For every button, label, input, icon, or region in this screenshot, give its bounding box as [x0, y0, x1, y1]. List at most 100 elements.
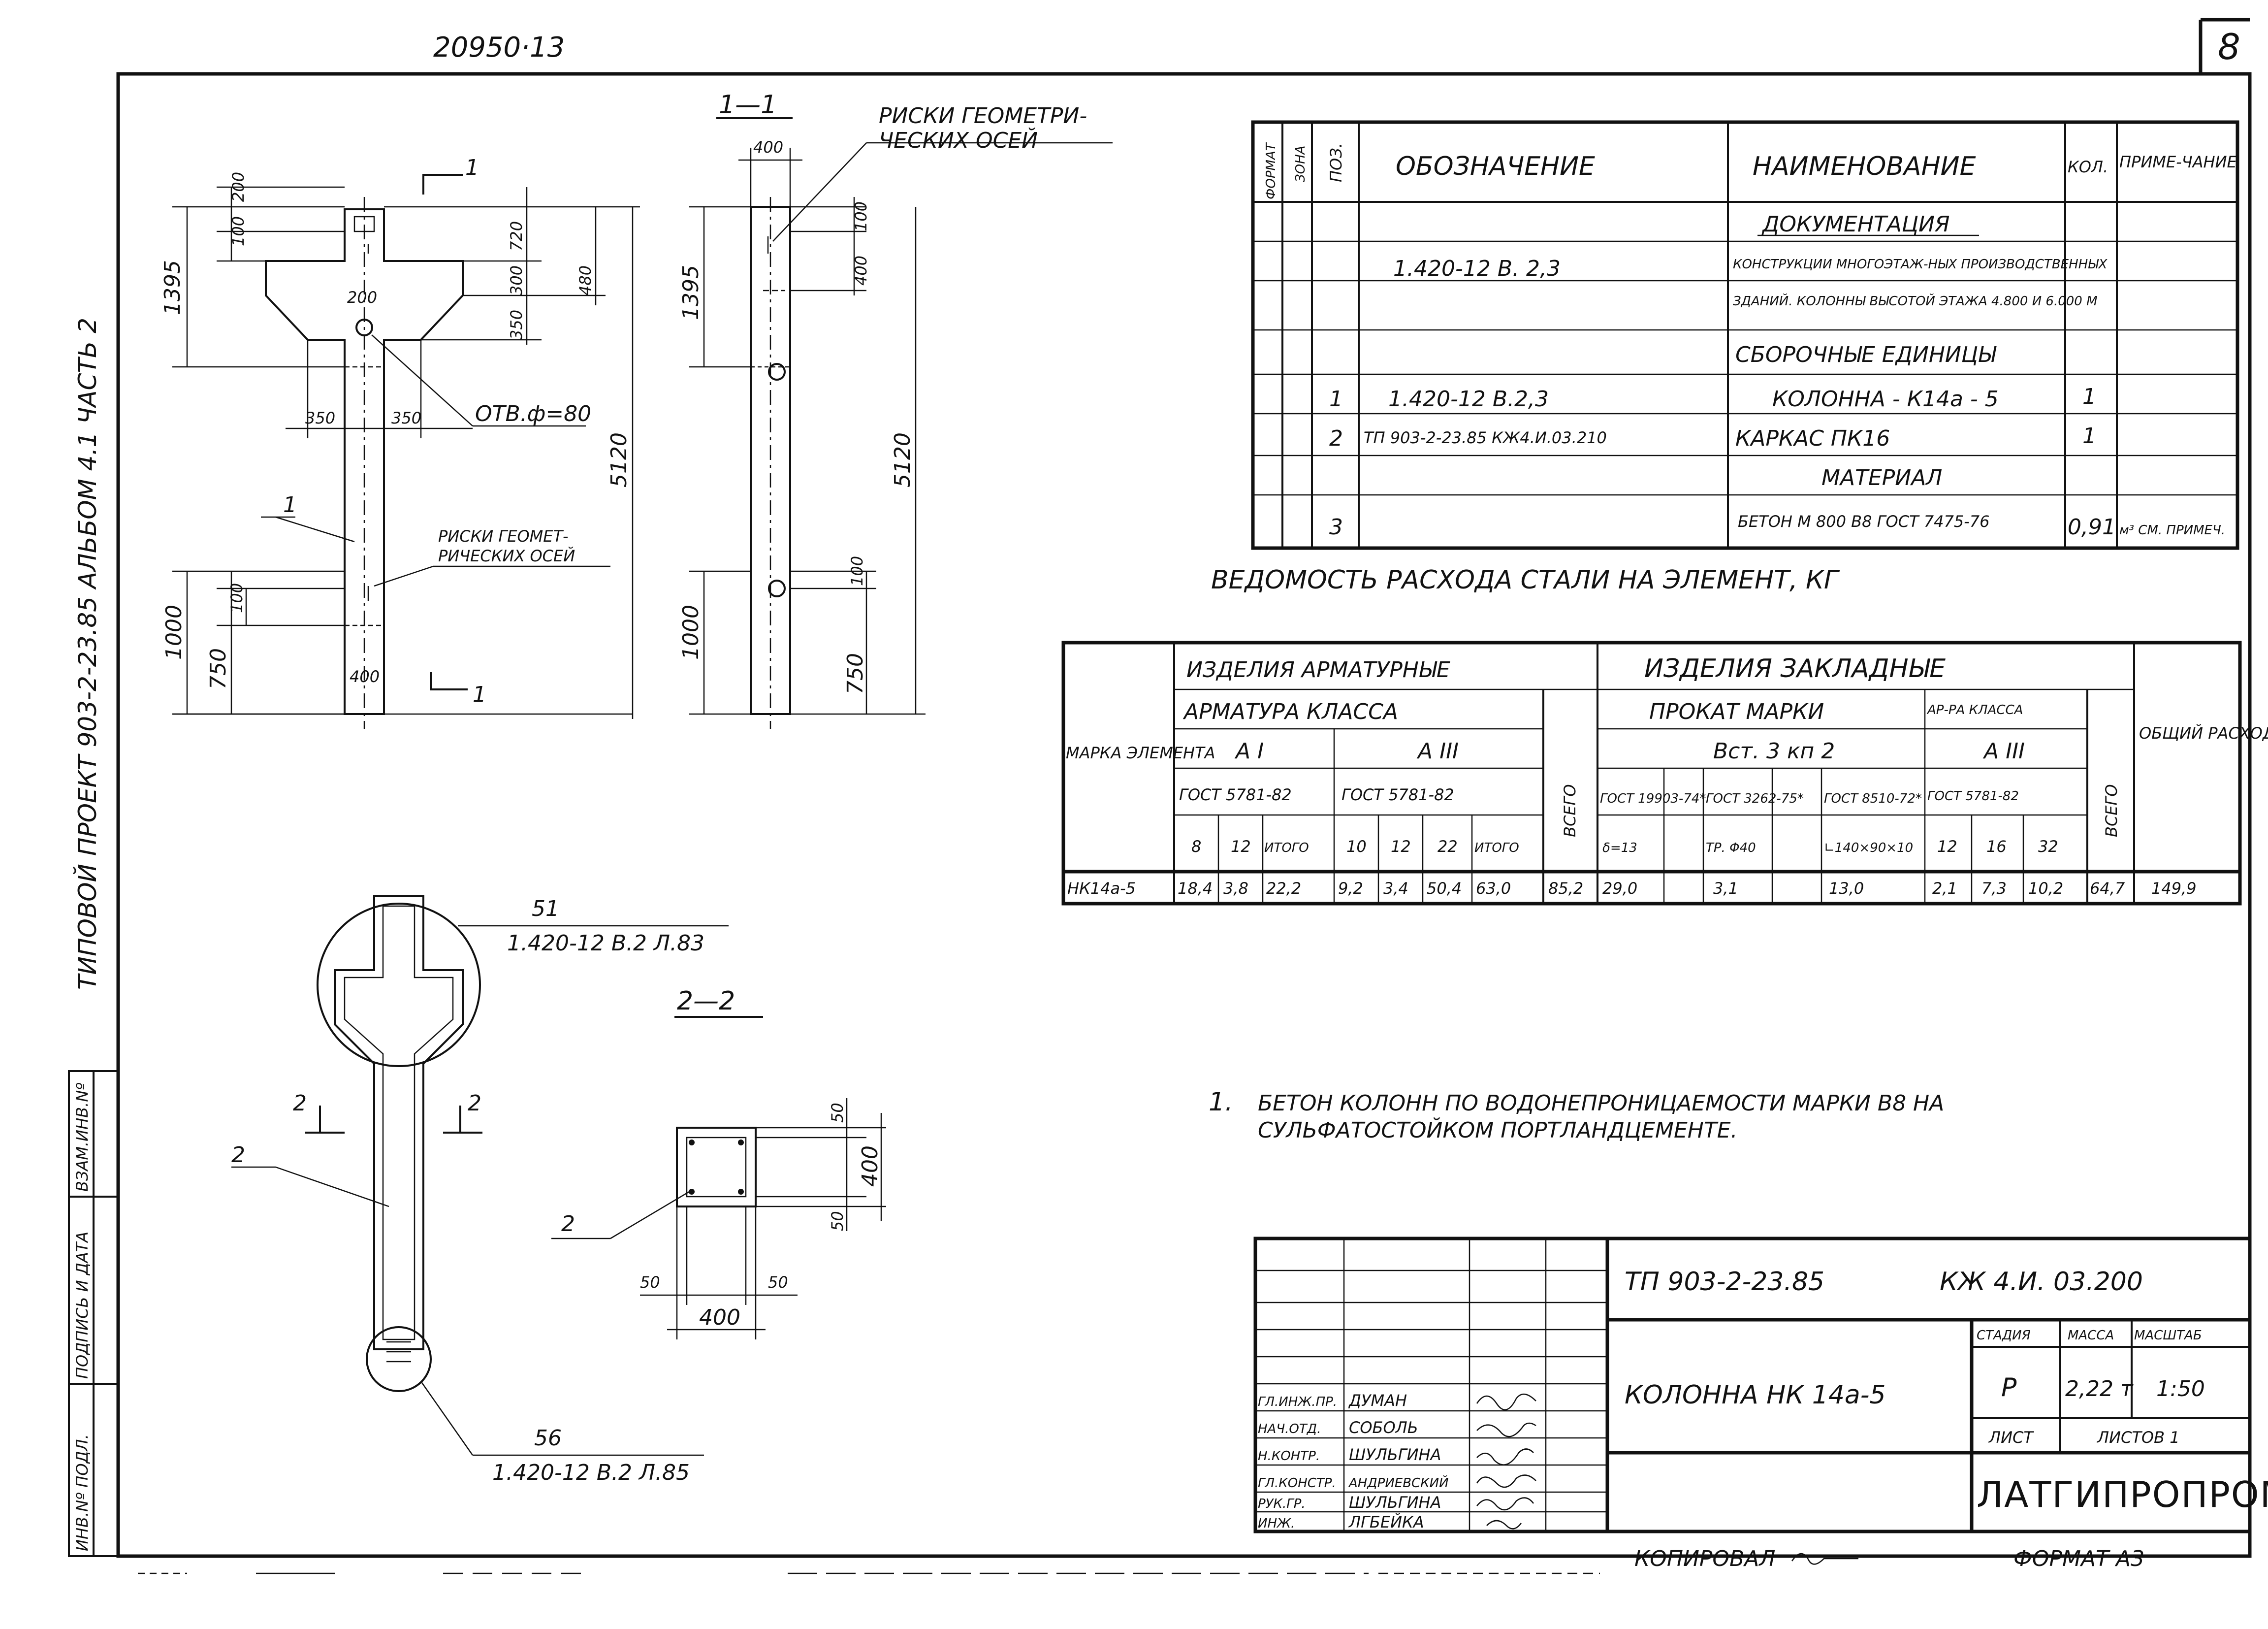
- tb-scale: 1:50: [2156, 1376, 2205, 1401]
- sec-dim-400-h: 400: [699, 1305, 740, 1330]
- side-dim-100-b: 100: [848, 556, 866, 586]
- steel-group-embed: ИЗДЕЛИЯ ЗАКЛАДНЫЕ: [1644, 654, 1946, 684]
- node-top-ref: 51: [532, 896, 559, 921]
- steel-v-12: 7,3: [1981, 879, 2007, 898]
- side-dim-400-right: 400: [852, 256, 870, 286]
- steel-gost-r3: ГОСТ 8510-72*: [1824, 791, 1922, 806]
- steel-v-6: 63,0: [1476, 879, 1511, 898]
- sec-dim-50-bot: 50: [828, 1211, 847, 1231]
- signature-4: [1476, 1474, 1536, 1488]
- steel-v-15: 149,9: [2151, 879, 2197, 898]
- steel-v-4: 3,4: [1383, 879, 1408, 898]
- tb-person-1-name: СОБОЛЬ: [1349, 1418, 1418, 1437]
- spec-r5-pos: 2: [1329, 426, 1343, 451]
- tb-sheet: ЛИСТ: [1988, 1428, 2034, 1447]
- spec-r4-name: КОЛОННА - К14а - 5: [1772, 387, 1999, 412]
- signature-2: [1476, 1422, 1536, 1437]
- dim-400-bottom: 400: [350, 667, 380, 686]
- spec-h-zone: ЗОНА: [1293, 146, 1308, 182]
- sheet-frame: [116, 72, 2252, 1558]
- steel-a3: А III: [1416, 739, 1459, 764]
- sec-dim-50-top: 50: [828, 1103, 847, 1123]
- dim-350-b: 350: [391, 409, 421, 427]
- dim-200-top: 200: [347, 288, 377, 307]
- stamp-cell-1: ИНВ.Nº ПОДЛ.: [73, 1434, 92, 1551]
- tb-person-3-role: ГЛ.КОНСТР.: [1258, 1476, 1336, 1491]
- bottom-view: 51 1.420-12 В.2 Л.83 56 1.420-12 В.2 Л.8…: [231, 895, 729, 1485]
- side-dim-5120: 5120: [890, 432, 915, 488]
- tb-person-5-name: ЛГБЕЙКА: [1348, 1513, 1424, 1531]
- spec-r1-designation: 1.420-12 В. 2,3: [1393, 256, 1561, 281]
- steel-total-reinf: ВСЕГО: [1561, 784, 1579, 837]
- node-bottom-ref: 56: [534, 1426, 562, 1451]
- note-line-2: СУЛЬФАТОСТОЙКОМ ПОРТЛАНДЦЕМЕНТЕ.: [1258, 1117, 1738, 1143]
- node-top-circle: [317, 903, 481, 1067]
- tb-mass-h: МАССА: [2068, 1328, 2114, 1343]
- steel-v-2: 22,2: [1266, 879, 1301, 898]
- steel-v-0: 18,4: [1178, 879, 1213, 898]
- side-dim-1395: 1395: [678, 265, 703, 320]
- steel-title: ВЕДОМОСТЬ РАСХОДА СТАЛИ НА ЭЛЕМЕНТ, КГ: [1211, 565, 1840, 595]
- risks-bottom-2: РИЧЕСКИХ ОСЕЙ: [438, 547, 575, 565]
- steel-p-3: ∟140×90×10: [1824, 841, 1913, 855]
- steel-gost-a3e: ГОСТ 5781-82: [1927, 789, 2019, 804]
- sheet-number: 8: [2218, 26, 2240, 67]
- left-stamp: ИНВ.Nº ПОДЛ. ПОДПИСЬ И ДАТА ВЗАМ.ИНВ.Nº: [68, 1070, 119, 1557]
- tb-mass: 2,22 т: [2065, 1376, 2134, 1401]
- tb-person-4-role: РУК.ГР.: [1258, 1497, 1306, 1511]
- steel-d-12a: 12: [1231, 837, 1251, 856]
- title-block: ГЛ.ИНЖ.ПР. ДУМАН НАЧ.ОТД. СОБОЛЬ Н.КОНТР…: [1253, 1237, 2268, 1533]
- tb-person-4-name: ШУЛЬГИНА: [1349, 1493, 1441, 1512]
- dim-1000: 1000: [161, 605, 187, 660]
- doc-number: 20950·13: [433, 32, 565, 64]
- steel-v-14: 64,7: [2090, 879, 2125, 898]
- dim-720: 720: [507, 221, 526, 251]
- steel-v-11: 2,1: [1932, 879, 1957, 898]
- dim-200-left: 200: [229, 172, 248, 202]
- steel-row-mark: НК14а-5: [1067, 879, 1136, 898]
- tb-sheets: ЛИСТОВ 1: [2097, 1428, 2180, 1447]
- section-1-mark-top: 1: [465, 155, 479, 180]
- tb-stage-h: СТАДИЯ: [1977, 1328, 2031, 1343]
- steel-rolled-grade: Вст. 3 кп 2: [1713, 739, 1835, 764]
- spec-r4-pos: 1: [1329, 387, 1343, 412]
- spec-h-pos: ПОЗ.: [1327, 143, 1345, 182]
- spec-h-name: НАИМЕНОВАНИЕ: [1753, 152, 1976, 181]
- steel-d-32: 32: [2038, 837, 2058, 856]
- steel-v-5: 50,4: [1427, 879, 1462, 898]
- steel-a3e: А III: [1982, 739, 2025, 764]
- spec-r6-name: МАТЕРИАЛ: [1821, 465, 1942, 490]
- spec-h-format: ФОРМАТ: [1264, 142, 1278, 199]
- steel-v-1: 3,8: [1223, 879, 1248, 898]
- dim-350-v: 350: [507, 310, 526, 340]
- tb-org: ЛАТГИПРОПРОМ: [1977, 1474, 2268, 1515]
- spec-table: ФОРМАТ ЗОНА ПОЗ. ОБОЗНАЧЕНИЕ НАИМЕНОВАНИ…: [1251, 120, 2239, 550]
- tb-code: КЖ 4.И. 03.200: [1940, 1267, 2143, 1297]
- signature-3: [1476, 1448, 1534, 1466]
- steel-v-3: 9,2: [1338, 879, 1363, 898]
- side-dim-100-top: 100: [852, 201, 870, 231]
- section-2-mark-right: 2: [468, 1091, 481, 1116]
- side-dim-400: 400: [753, 138, 783, 157]
- tb-person-3-name: АНДРИЕВСКИЙ: [1348, 1475, 1449, 1491]
- dim-350-a: 350: [305, 409, 335, 427]
- steel-d-itogo-a: ИТОГО: [1264, 841, 1309, 855]
- format-label: ФОРМАТ А3: [2013, 1546, 2144, 1571]
- album-title-vertical: ТИПОВОЙ ПРОЕКТ 903-2-23.85 АЛЬБОМ 4.1 ЧА…: [73, 318, 102, 990]
- steel-d-8: 8: [1191, 837, 1201, 856]
- steel-embed-class: АР-РА КЛАССА: [1926, 703, 2023, 717]
- sec-dim-50-left: 50: [640, 1273, 660, 1292]
- stamp-cell-3: ВЗАМ.ИНВ.Nº: [73, 1083, 92, 1192]
- copied-signature: [1791, 1553, 1858, 1565]
- side-risks-1: РИСКИ ГЕОМЕТРИ-: [879, 103, 1087, 129]
- section-2-2-title: 2—2: [677, 986, 735, 1016]
- steel-v-13: 10,2: [2028, 879, 2063, 898]
- front-view: 1395 200 100 720 300 480 350 5120 200 35…: [160, 155, 640, 729]
- spec-h-qty: КОЛ.: [2068, 158, 2108, 176]
- side-view: 1—1 400 1395 1000 100 400 5120: [678, 90, 1113, 729]
- steel-total-embed: ВСЕГО: [2102, 784, 2121, 837]
- steel-rolled: ПРОКАТ МАРКИ: [1649, 699, 1824, 724]
- dim-480: 480: [576, 265, 595, 295]
- steel-d-12c: 12: [1937, 837, 1957, 856]
